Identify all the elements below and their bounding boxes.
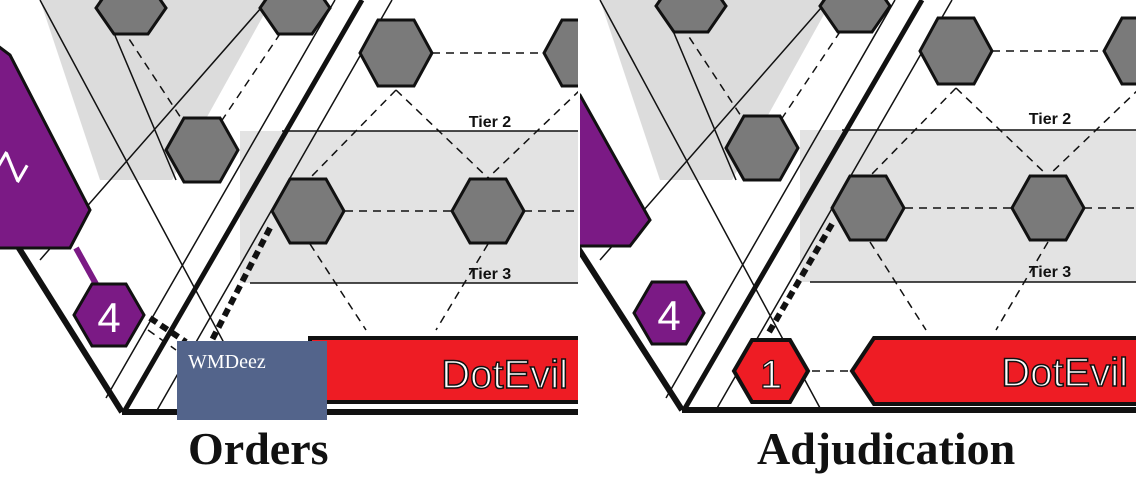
hex-row (654, 0, 1136, 242)
hex-row (94, 0, 578, 245)
tier-3-label: Tier 3 (1029, 264, 1072, 281)
adjudication-caption: Adjudication (757, 423, 1016, 474)
purple-unit-label: 4 (97, 294, 120, 341)
red-banner (849, 336, 1136, 406)
red-unit-label: 1 (760, 353, 782, 397)
tier-2-label: Tier 2 (1029, 111, 1072, 128)
hex-node (542, 18, 578, 88)
hex-node (270, 177, 346, 245)
purple-unit-label: 4 (657, 292, 680, 339)
purple-banner (580, 93, 652, 248)
purple-unit-hex (632, 280, 706, 346)
hex-node (918, 16, 994, 86)
orders-panel: Z 4 Tier 2 Tier 3 DotEvil WMDeez (0, 0, 578, 420)
hex-node (94, 0, 168, 36)
purple-link (73, 246, 99, 286)
red-banner-label: DotEvil (441, 353, 568, 397)
hex-node (1102, 16, 1136, 86)
order-arrows (148, 226, 273, 345)
hex-node (724, 114, 800, 182)
hex-node (358, 18, 434, 88)
diagonal-band (600, 0, 832, 180)
purple-unit-hex (72, 282, 146, 348)
red-banner-label: DotEvil (1001, 351, 1128, 395)
tier-3-label: Tier 3 (469, 266, 512, 283)
board-lines (580, 0, 1136, 413)
hex-node (654, 0, 728, 34)
hex-node (258, 0, 332, 36)
adjudication-panel: 4 Tier 2 Tier 3 1 DotEvil (580, 0, 1136, 413)
hex-node (164, 116, 240, 184)
hex-node (1010, 174, 1086, 242)
wmdeez-tag (177, 341, 327, 420)
red-unit-hex (731, 338, 811, 404)
tier-2-label: Tier 2 (469, 114, 512, 131)
hex-node (830, 174, 906, 242)
hex-node (818, 0, 892, 34)
orders-caption: Orders (188, 423, 329, 474)
hex-node (450, 177, 526, 245)
purple-banner (0, 45, 92, 250)
diagonal-band (40, 0, 272, 180)
wmdeez-tag-label: WMDeez (188, 351, 266, 373)
order-arrow (765, 222, 835, 336)
